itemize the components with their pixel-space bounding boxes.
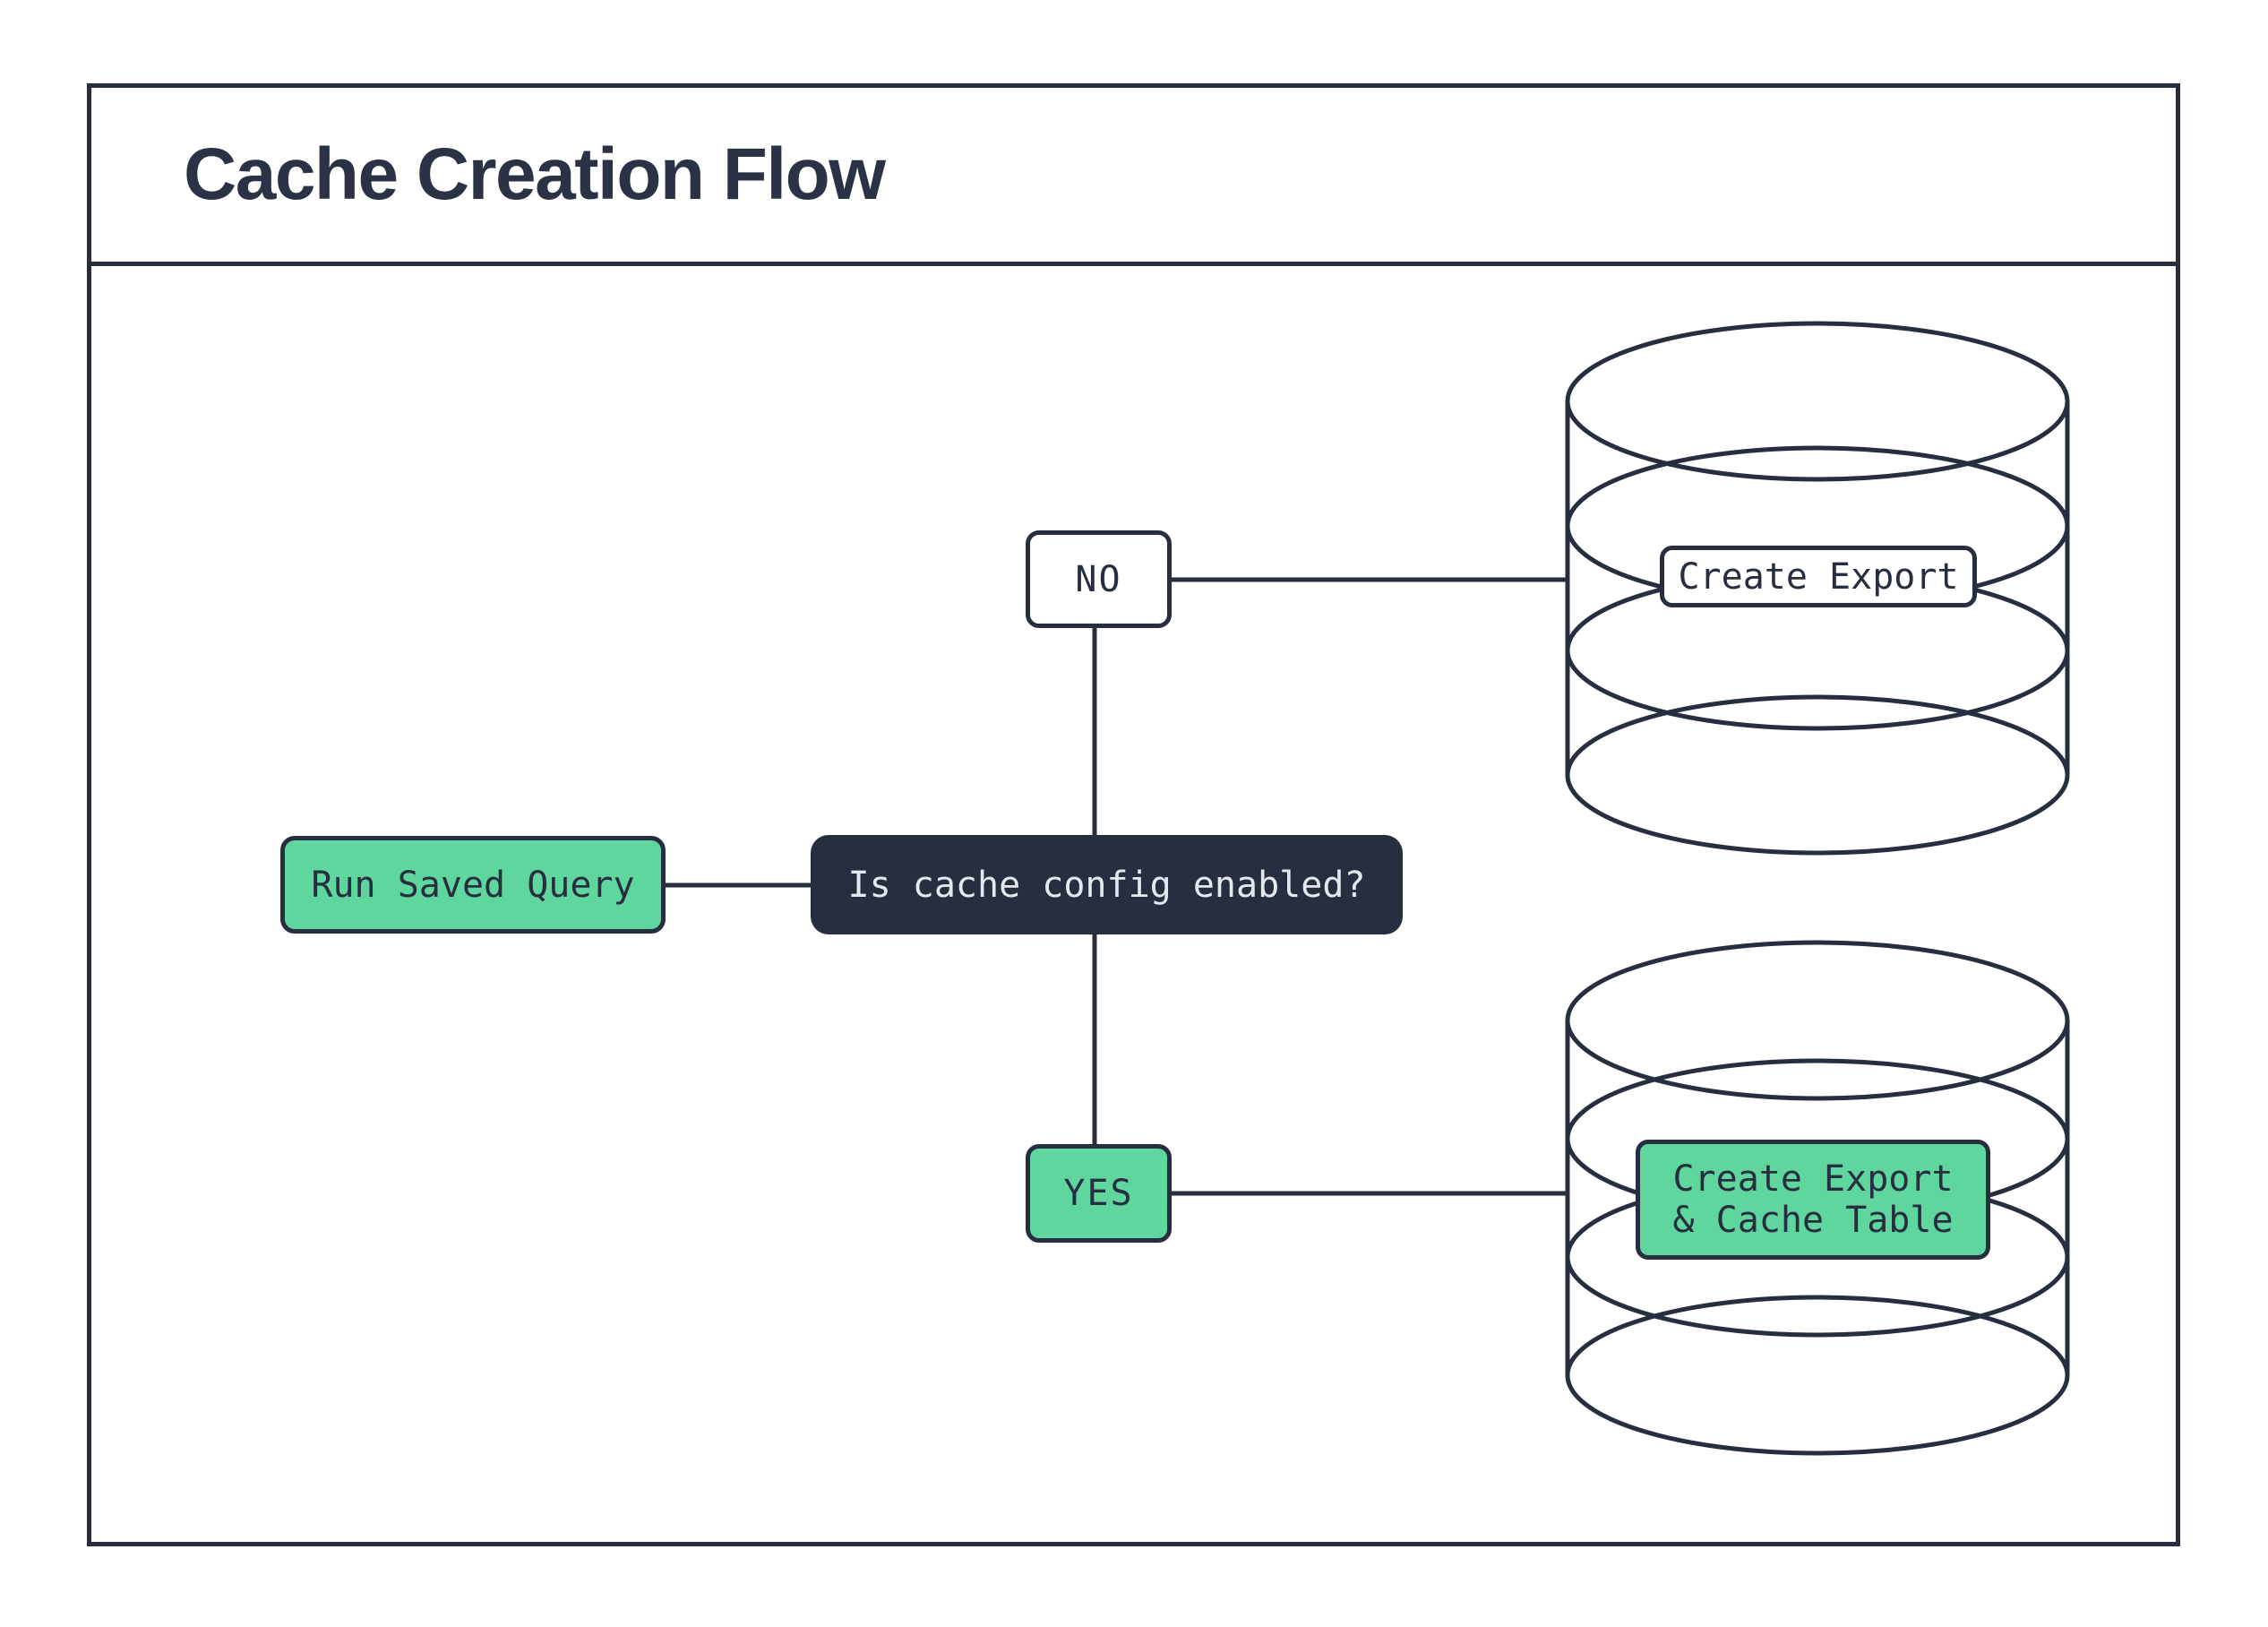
node-create-export-cache-line2: & Cache Table [1672,1200,1954,1241]
node-create-export-cache-line1: Create Export [1672,1158,1954,1200]
node-create-export: Create Export [1660,546,1977,607]
connectors [666,577,1568,1196]
node-run-saved-query: Run Saved Query [280,836,666,934]
node-branch-no: NO [1026,530,1172,628]
node-branch-yes-label: YES [1063,1173,1134,1214]
diagram-frame: Cache Creation Flow [87,83,2180,1546]
page-title: Cache Creation Flow [184,133,886,215]
node-decision-cache-config: Is cache config enabled? [811,835,1403,934]
node-branch-yes: YES [1026,1144,1172,1243]
database-icon-export-cache [1565,940,2070,1456]
node-create-export-label: Create Export [1678,555,1959,598]
node-create-export-cache-table: Create Export & Cache Table [1636,1140,1990,1260]
node-decision-label: Is cache config enabled? [847,864,1366,906]
node-run-saved-query-label: Run Saved Query [311,864,635,906]
header-band: Cache Creation Flow [91,88,2176,266]
node-branch-no-label: NO [1075,558,1122,600]
